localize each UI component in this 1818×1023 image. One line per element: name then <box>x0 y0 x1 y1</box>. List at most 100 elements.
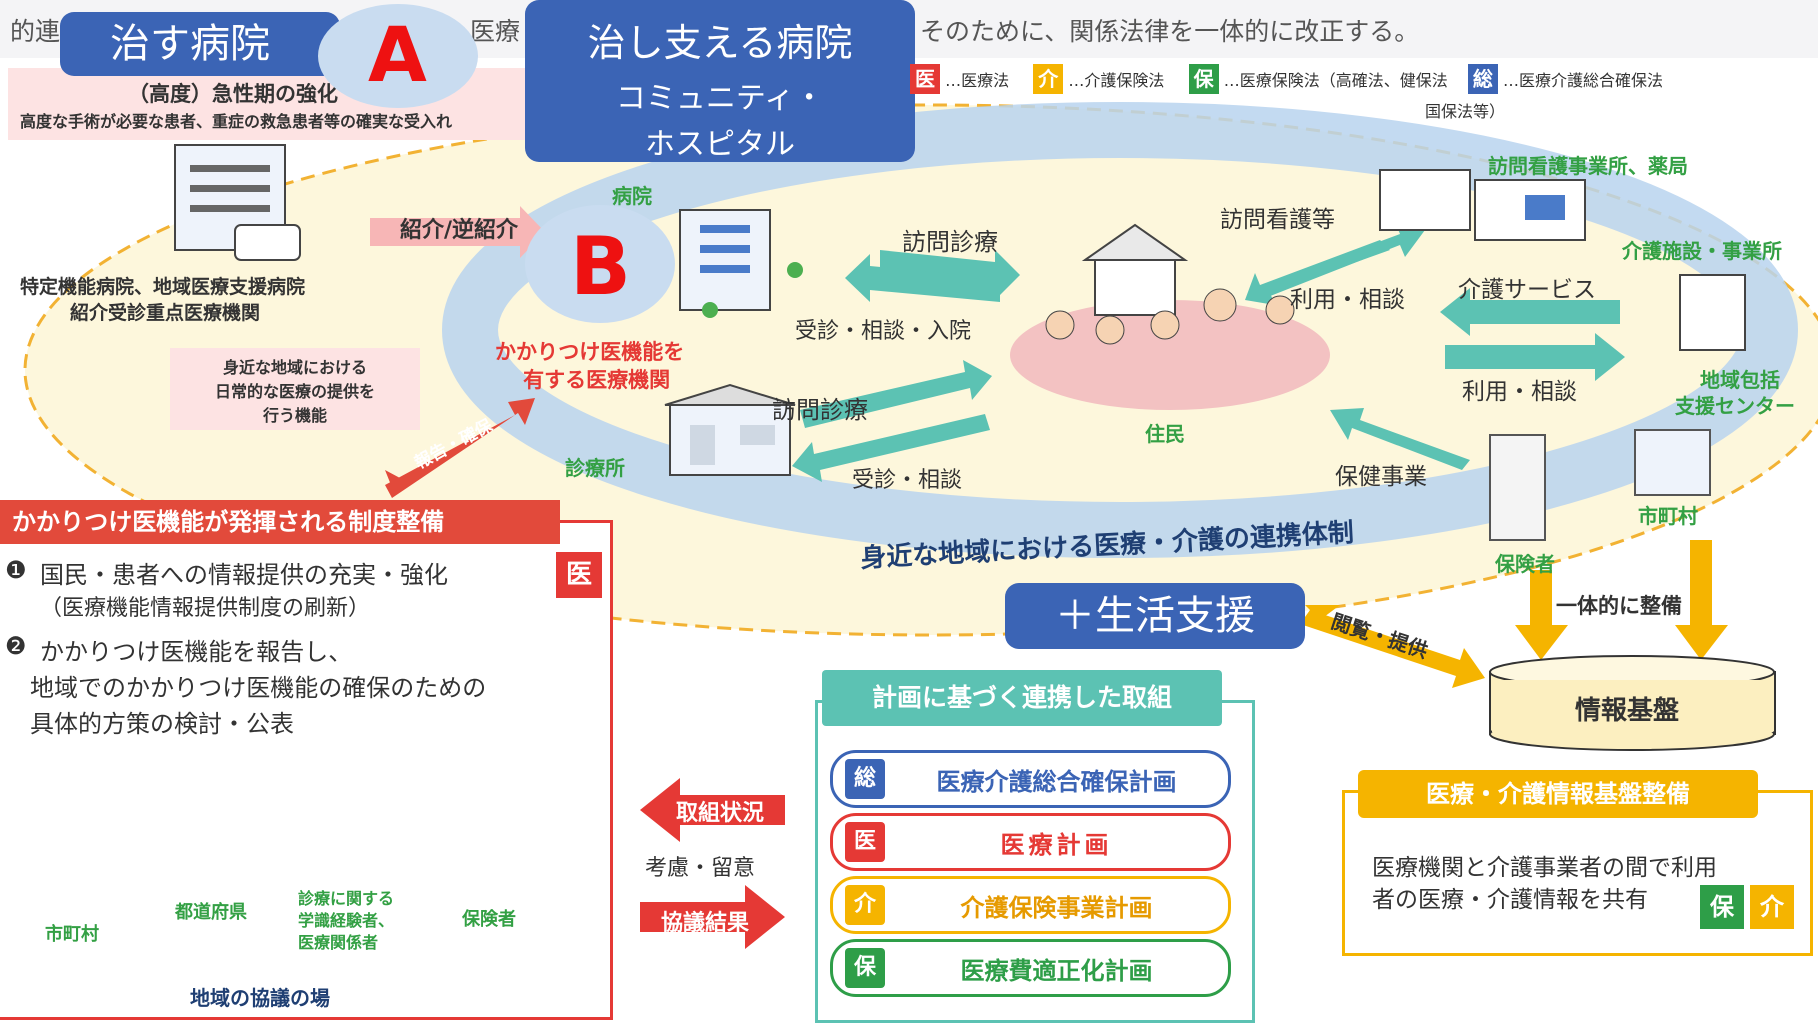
plan-care: 介 介護保険事業計画 <box>830 876 1231 934</box>
referral-label: 紹介/逆紹介 <box>400 218 519 243</box>
report-arrow <box>385 398 535 498</box>
integrated-label: 一体的に整備 <box>1552 590 1686 620</box>
daily-care-line2: 日常的な医療の提供を <box>214 382 375 401</box>
plan-insurance: 保 医療費適正化計画 <box>830 939 1231 997</box>
council-municipality: 市町村 <box>45 924 99 945</box>
support-center-line2: 支援センター <box>1675 394 1795 418</box>
acute-desc: 高度な手術が必要な患者、重症の救急患者等の確実な受入れ <box>20 112 453 131</box>
item1-line2: （医療機能情報提供制度の刷新） <box>40 596 371 621</box>
consult-label: 受診・相談 <box>852 468 963 493</box>
community-hospital-box: 治し支える病院 コミュニティ・ ホスピタル <box>525 0 915 162</box>
plans-title: 計画に基づく連携した取組 <box>822 670 1222 726</box>
residents-label: 住民 <box>1145 422 1185 446</box>
experts-line3: 医療関係者 <box>298 933 379 952</box>
hospital-building <box>679 209 803 318</box>
badge-care: 介 <box>1750 885 1794 929</box>
item2-line2: 地域でのかかりつけ医機能の確保のための <box>30 674 487 702</box>
network-ring <box>442 102 1798 558</box>
daily-care-box: 身近な地域における 日常的な医療の提供を 行う機能 <box>170 348 420 430</box>
legend-badge-care: 介 <box>1033 64 1064 94</box>
item1-line1: 国民・患者への情報提供の充実・強化 <box>40 561 448 589</box>
clinic-building <box>664 383 796 476</box>
plan-medical-label: 医療計画 <box>1000 830 1113 859</box>
result-arrow <box>640 885 785 949</box>
plan-general-badge: 総 <box>845 759 885 799</box>
hospital-caption-1: 特定機能病院、地域医療支援病院 <box>20 276 306 298</box>
system-section-box <box>0 520 613 1020</box>
support-center-line1: 地域包括 <box>1700 368 1780 392</box>
plan-medical: 医 医療計画 <box>830 813 1231 871</box>
council-experts: 診療に関する 学識経験者、 医療関係者 <box>298 888 394 954</box>
item2-num: ❷ <box>5 632 27 660</box>
consult-admit-label: 受診・相談・入院 <box>795 319 972 344</box>
plan-general-label: 医療介護総合確保計画 <box>936 767 1177 796</box>
plan-insurance-label: 医療費適正化計画 <box>960 956 1153 985</box>
municipality-label: 市町村 <box>1638 504 1698 528</box>
care-facility-label: 介護施設・事業所 <box>1622 239 1782 263</box>
legend-badge-insurance: 保 <box>1188 64 1219 94</box>
legend-text-insurance: …医療保険法（高確法、健保法 <box>1223 71 1448 90</box>
community-hospital-line3: ホスピタル <box>645 127 795 162</box>
legend-text-medical: …医療法 <box>945 71 1010 90</box>
item2-line3: 具体的方策の検討・公表 <box>30 710 294 738</box>
council-prefecture: 都道府県 <box>175 902 247 923</box>
info-infra-title: 医療・介護情報基盤整備 <box>1358 770 1758 818</box>
cure-hospital-box: 治す病院 <box>60 12 340 76</box>
nursing-visit-label: 訪問看護等 <box>1220 207 1335 233</box>
care-facility-building <box>1679 274 1746 351</box>
daily-care-line1: 身近な地域における <box>222 358 367 377</box>
plan-insurance-badge: 保 <box>845 948 885 988</box>
platform-label: 情報基盤 <box>1575 696 1680 726</box>
nursing-office-building <box>1379 169 1586 241</box>
legend-extra: 国保法等） <box>1425 102 1506 121</box>
info-infra-desc-2: 者の医療・介護情報を共有 <box>1372 887 1648 913</box>
status-label: 取組状況 <box>675 801 764 826</box>
item2-line1: かかりつけ医機能を報告し、 <box>40 638 353 666</box>
plan-general: 総 医療介護総合確保計画 <box>830 750 1231 808</box>
info-infra-desc-1: 医療機関と介護事業者の間で利用 <box>1372 855 1717 881</box>
house <box>1081 223 1189 316</box>
kakaritsuke-label: かかりつけ医機能を 有する医療機関 <box>495 338 684 394</box>
legend: 医 …医療法 介 …介護保険法 保 …医療保険法（高確法、健保法 総 …医療介護… <box>910 64 1663 94</box>
council-insurer: 保険者 <box>462 909 516 930</box>
legend-badge-medical: 医 <box>910 64 940 94</box>
kakaritsuke-line1: かかりつけ医機能を <box>495 340 685 364</box>
hospital-label: 病院 <box>612 184 652 208</box>
item1-badge: 医 <box>556 552 602 598</box>
experts-line1: 診療に関する <box>298 889 395 908</box>
consider-label: 考慮・留意 <box>645 856 756 881</box>
legend-text-care: …介護保険法 <box>1068 71 1165 90</box>
nursing-office-label: 訪問看護事業所、薬局 <box>1488 154 1688 178</box>
hospital-caption-2: 紹介受診重点医療機関 <box>70 302 261 324</box>
health-program-label: 保健事業 <box>1335 464 1427 490</box>
label-a: A <box>368 10 427 99</box>
residents-ellipse <box>1010 300 1330 410</box>
municipality-building <box>1634 429 1711 496</box>
acute-hospital-building <box>174 144 301 261</box>
life-support-box: ＋生活支援 <box>1005 583 1305 649</box>
home-visit-label-2: 訪問診療 <box>772 396 868 424</box>
community-hospital-line2: コミュニティ・ <box>615 81 825 116</box>
insurer-building <box>1489 434 1546 541</box>
legend-badge-general: 総 <box>1467 64 1498 94</box>
plan-care-badge: 介 <box>845 885 885 925</box>
home-visit-label-1: 訪問診療 <box>902 228 998 256</box>
result-label: 協議結果 <box>660 911 749 936</box>
use-consult-label-2: 利用・相談 <box>1462 379 1577 405</box>
clinic-label: 診療所 <box>565 456 625 480</box>
flow-arrows <box>792 222 1625 482</box>
label-a-circle <box>318 4 478 108</box>
use-consult-label-1: 利用・相談 <box>1290 287 1405 313</box>
daily-care-line3: 行う機能 <box>262 406 327 425</box>
acute-title: （高度）急性期の強化 <box>128 82 338 106</box>
insurer-label: 保険者 <box>1495 552 1555 576</box>
referral-arrow <box>370 206 545 258</box>
badge-insurance: 保 <box>1700 885 1744 929</box>
care-service-label: 介護サービス <box>1458 277 1596 303</box>
top-left-text: 的連 <box>10 17 61 46</box>
status-arrow <box>640 778 785 842</box>
top-right-text: そのために、関係法律を一体的に改正する。 <box>920 17 1420 46</box>
residents-figures <box>1045 288 1295 345</box>
label-b-circle <box>525 205 675 323</box>
experts-line2: 学識経験者、 <box>298 911 395 930</box>
